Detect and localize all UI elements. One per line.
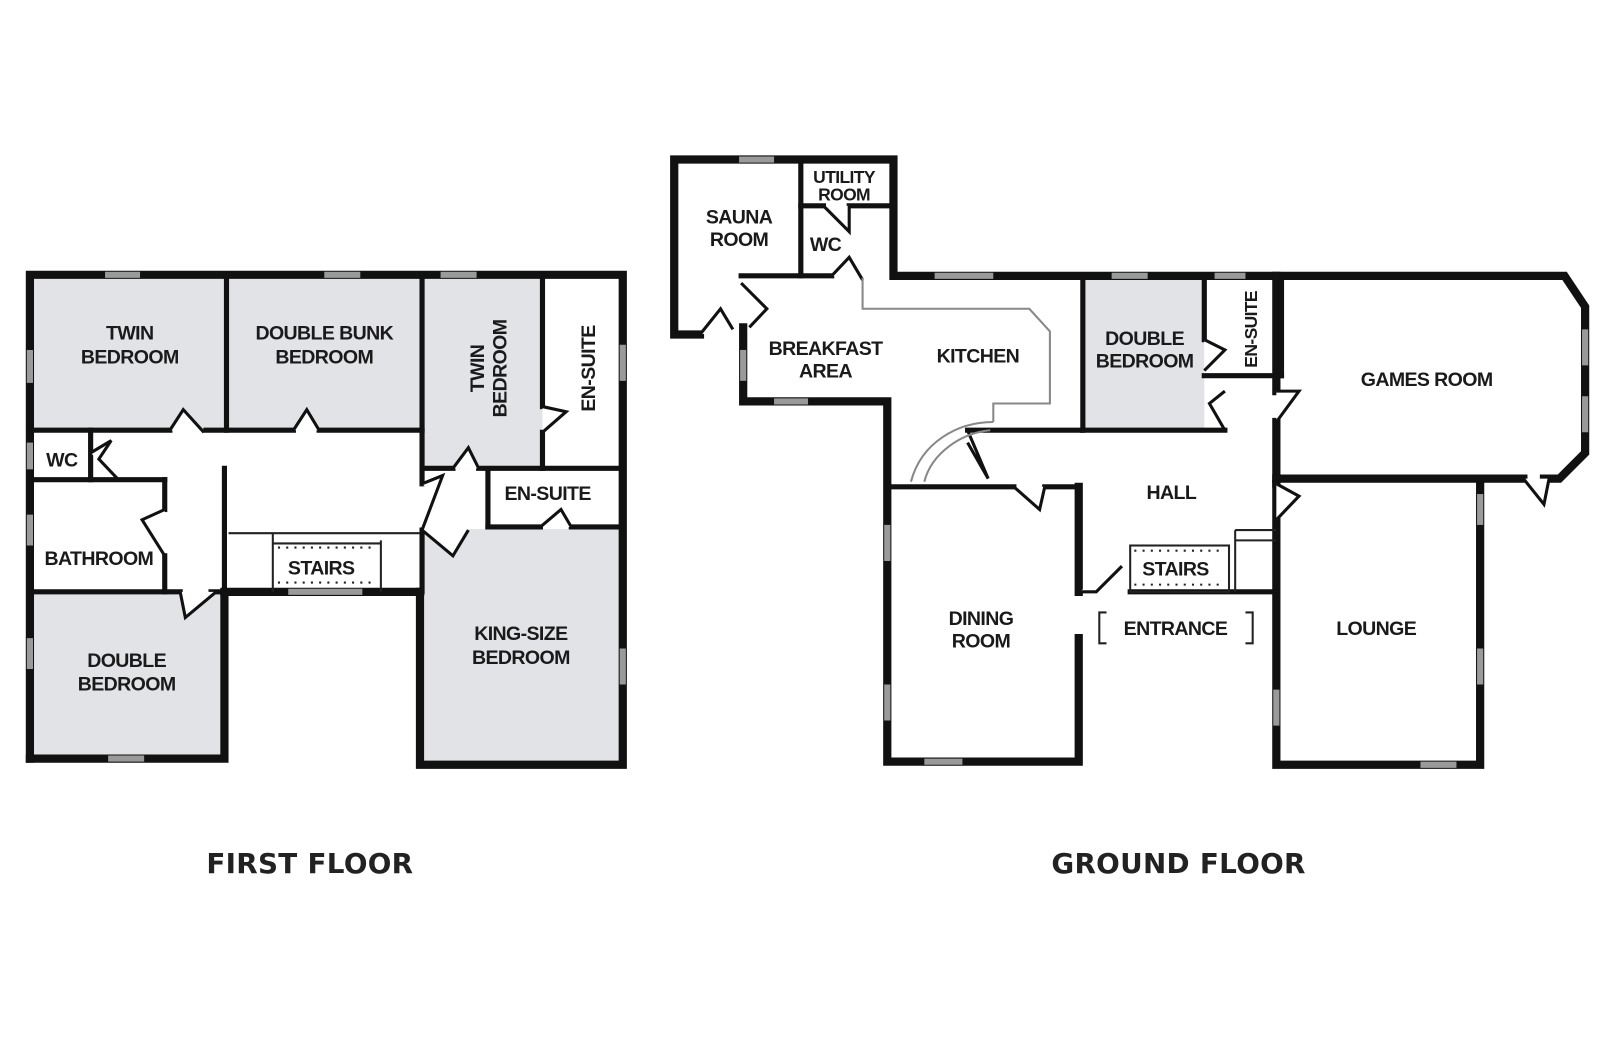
windows <box>26 271 626 762</box>
label-twin-bedroom-2-l2: BEDROOM <box>489 320 511 418</box>
windows <box>739 156 1589 768</box>
label-double-bedroom: DOUBLE <box>1105 328 1184 350</box>
wall <box>739 323 1083 766</box>
label-en-suite-1: EN-SUITE <box>578 325 600 412</box>
first-floor-title: FIRST FLOOR <box>206 847 413 880</box>
first-floor-stairs <box>228 532 420 592</box>
label-breakfast-l2: AREA <box>799 361 852 383</box>
label-lounge: LOUNGE <box>1336 618 1416 640</box>
ground-floor-stairs <box>1129 529 1277 593</box>
label-dining: DINING <box>949 608 1014 630</box>
doors <box>89 405 573 621</box>
entrance-bracket-left <box>1098 611 1107 645</box>
wall <box>25 592 229 763</box>
label-double-bedroom-l2: BEDROOM <box>78 674 176 696</box>
svg-text:TWINBEDROOM: TWINBEDROOM <box>81 323 179 369</box>
room-double-bedroom-fill <box>1084 279 1205 429</box>
room-king-size-fill <box>424 529 621 763</box>
ground-floor-title: GROUND FLOOR <box>1051 847 1305 880</box>
label-double-bedroom-l2: BEDROOM <box>1096 350 1194 372</box>
room-twin-bedroom-fill <box>34 278 225 431</box>
label-twin-bedroom-2: TWIN <box>467 345 489 392</box>
label-twin-bedroom: TWIN <box>106 323 153 345</box>
label-double-bedroom: DOUBLE <box>87 650 166 672</box>
room-double-bunk-fill <box>228 278 420 431</box>
label-breakfast: BREAKFAST <box>769 338 884 360</box>
label-entrance: ENTRANCE <box>1124 618 1228 640</box>
label-en-suite: EN-SUITE <box>1241 291 1261 368</box>
label-double-bunk: DOUBLE BUNK <box>255 323 393 345</box>
label-dining-l2: ROOM <box>952 630 1010 652</box>
doors <box>698 204 1551 594</box>
label-stairs: STAIRS <box>288 557 355 579</box>
kitchen-worktop-curve <box>909 420 994 482</box>
room-twin-bedroom-2-fill <box>424 278 543 469</box>
label-utility: UTILITY <box>813 167 876 187</box>
entrance-bracket-right <box>1245 611 1254 645</box>
label-king-size-l2: BEDROOM <box>472 647 570 669</box>
label-twin-bedroom-l2: BEDROOM <box>81 346 179 368</box>
label-wc: WC <box>46 449 78 471</box>
kitchen-worktop <box>861 277 1051 422</box>
label-stairs: STAIRS <box>1142 558 1209 580</box>
label-bathroom: BATHROOM <box>45 548 154 570</box>
label-king-size: KING-SIZE <box>474 623 568 645</box>
room-double-bedroom-fill <box>34 593 223 759</box>
label-games-room: GAMES ROOM <box>1361 369 1493 391</box>
label-wc: WC <box>810 234 842 256</box>
label-sauna: SAUNA <box>706 206 773 228</box>
label-double-bunk-l2: BEDROOM <box>275 346 373 368</box>
label-sauna-l2: ROOM <box>710 229 768 251</box>
label-utility-l2: ROOM <box>818 185 870 205</box>
label-hall: HALL <box>1147 482 1197 504</box>
label-en-suite-2: EN-SUITE <box>504 483 591 505</box>
svg-text:TWINBEDROOM: TWINBEDROOM <box>467 320 512 418</box>
label-kitchen: KITCHEN <box>937 345 1020 367</box>
interior-walls <box>31 272 624 595</box>
